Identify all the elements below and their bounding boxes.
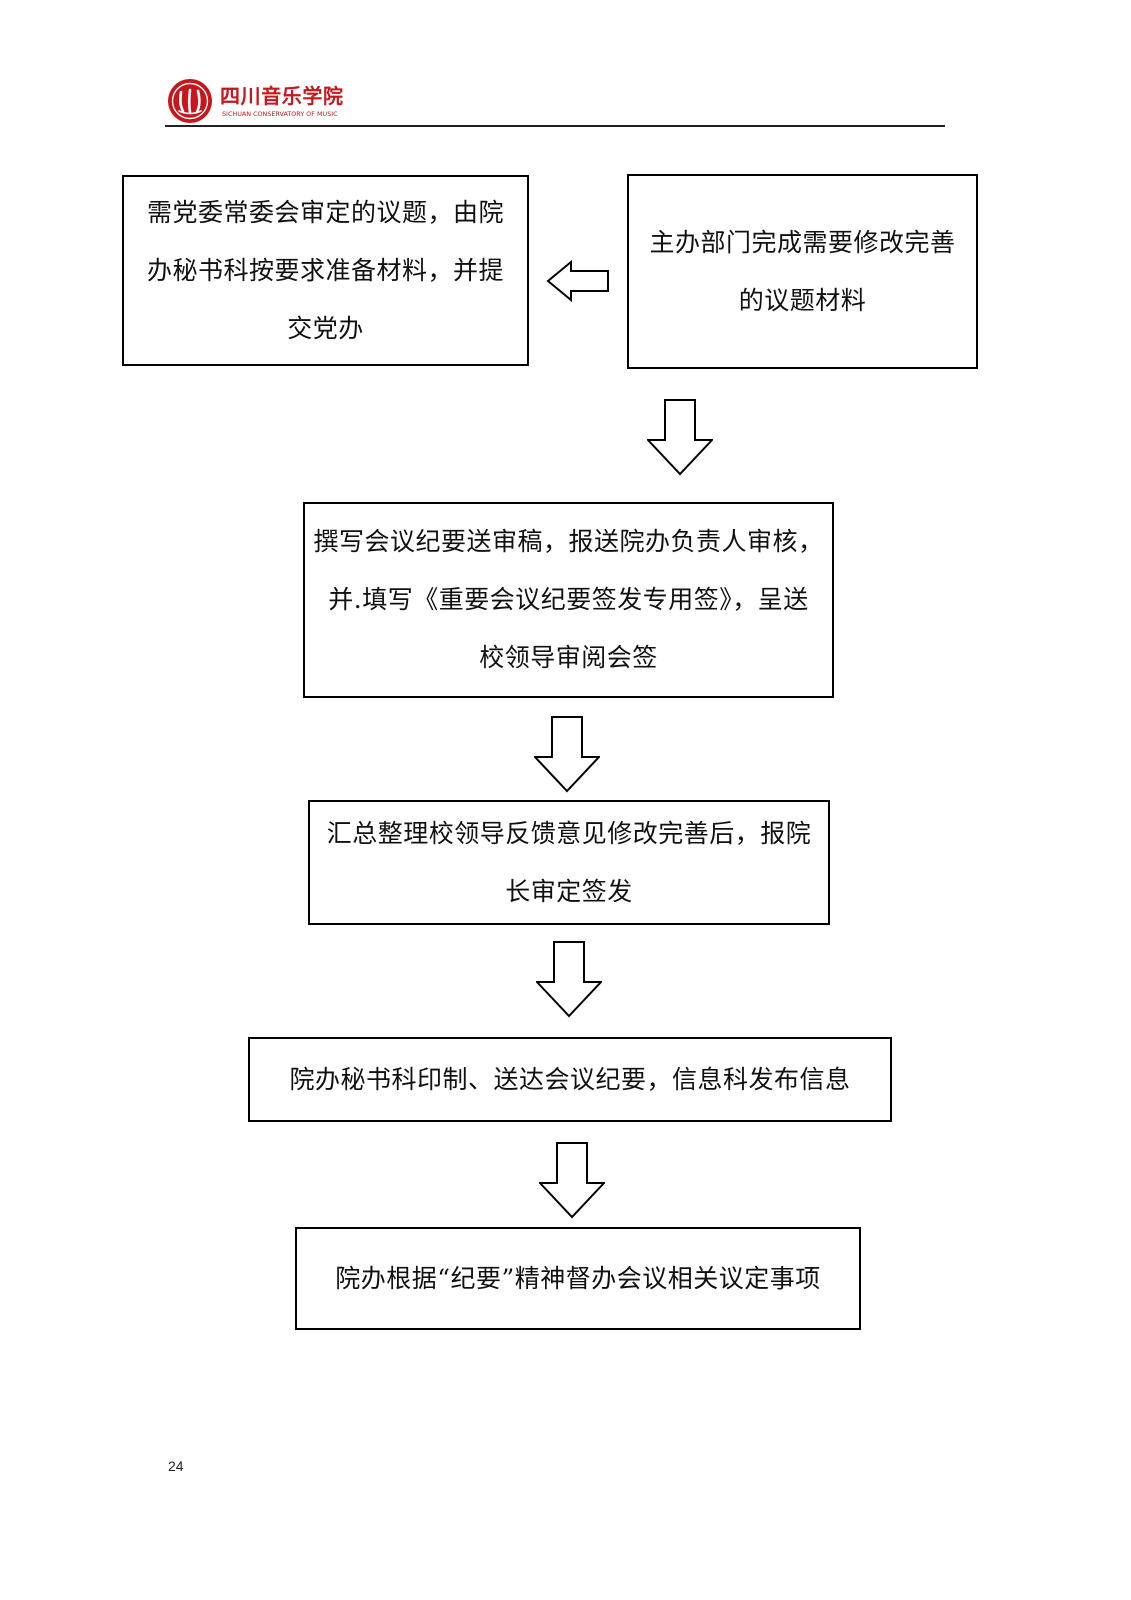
step-text-line: 院办根据“纪要”精神督办会议相关议定事项: [335, 1263, 821, 1293]
page-number: 24: [168, 1458, 184, 1474]
hollow-left-arrow-icon: [546, 260, 609, 302]
step-text-line: 长审定签发: [505, 876, 633, 906]
step-text-line: 院办秘书科印制、送达会议纪要，信息科发布信息: [289, 1064, 851, 1094]
logo-wordmark: 四川音乐学院: [220, 84, 344, 108]
step-text-line: 交党办: [287, 313, 364, 343]
hollow-down-arrow-icon: [539, 1142, 605, 1219]
flow-step-supervise-matters: 院办根据“纪要”精神督办会议相关议定事项: [295, 1227, 861, 1330]
flow-step-submit-to-party-office: 需党委常委会审定的议题，由院 办秘书科按要求准备材料，并提 交党办: [122, 175, 529, 366]
flow-step-print-and-publish: 院办秘书科印制、送达会议纪要，信息科发布信息: [248, 1037, 892, 1122]
hollow-down-arrow-icon: [536, 941, 602, 1018]
header-divider: [165, 125, 945, 127]
step-text-line: 的议题材料: [738, 285, 867, 315]
step-text-line: 需党委常委会审定的议题，由院: [146, 197, 504, 227]
hollow-down-arrow-icon: [647, 399, 713, 476]
step-text-line: 主办部门完成需要修改完善: [649, 227, 956, 257]
step-text-line: 办秘书科按要求准备材料，并提: [146, 255, 504, 285]
logo-subtitle: SICHUAN CONSERVATORY OF MUSIC: [222, 110, 338, 118]
flow-step-department-materials: 主办部门完成需要修改完善 的议题材料: [627, 174, 978, 369]
step-text-line: 汇总整理校领导反馈意见修改完善后，报院: [326, 818, 812, 848]
flow-step-draft-minutes: 撰写会议纪要送审稿，报送院办负责人审核， 并.填写《重要会议纪要签发专用签》，呈…: [303, 502, 834, 698]
step-text-line: 撰写会议纪要送审稿，报送院办负责人审核，: [313, 527, 824, 556]
hollow-down-arrow-icon: [534, 716, 600, 793]
step-text-line: 并.填写《重要会议纪要签发专用签》，呈送: [328, 585, 809, 614]
flow-step-revise-and-sign: 汇总整理校领导反馈意见修改完善后，报院 长审定签发: [308, 800, 830, 925]
step-text-line: 校领导审阅会签: [479, 643, 658, 672]
conservatory-seal-icon: [168, 79, 212, 123]
